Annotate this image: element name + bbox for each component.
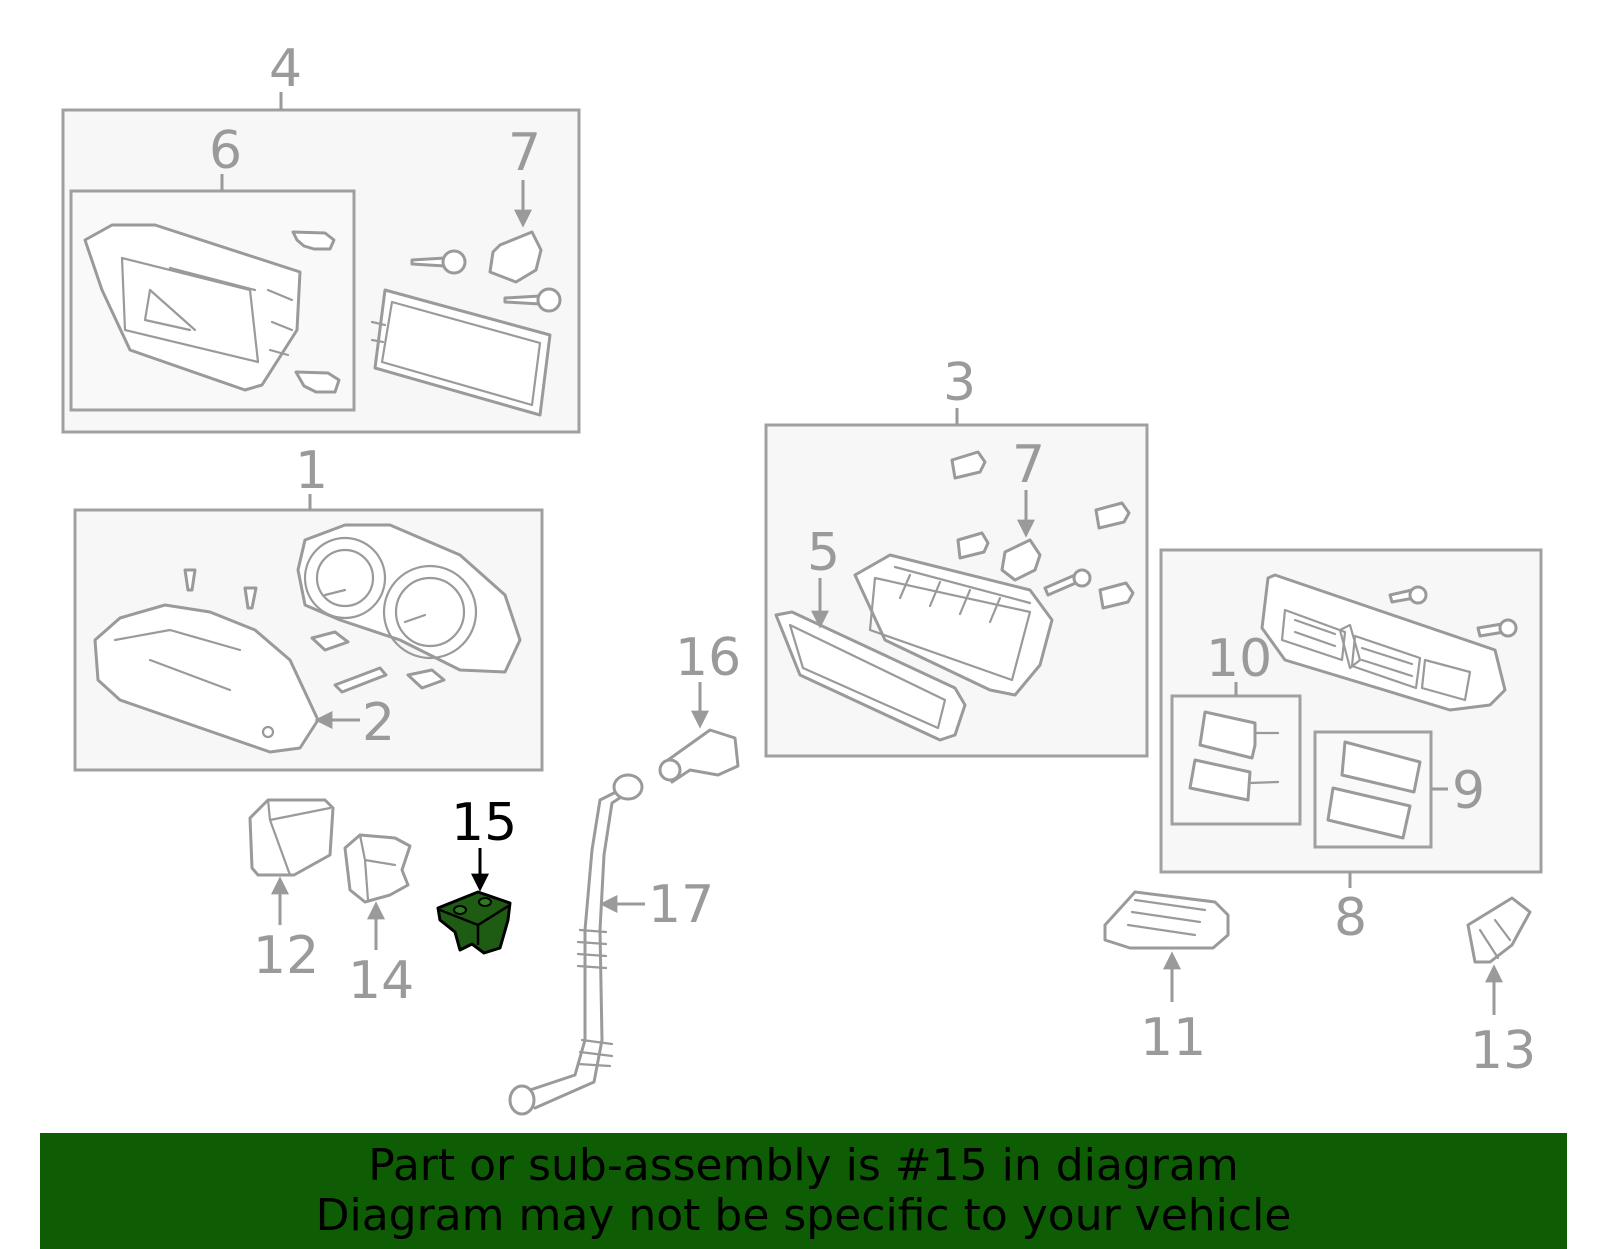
sensor-part-16[interactable] [658, 682, 740, 784]
clip-part-3-left[interactable] [956, 531, 990, 560]
callout-13: 13 [1470, 1021, 1536, 1081]
callout-12: 12 [253, 926, 319, 986]
screw-part-8-a[interactable] [1388, 585, 1428, 605]
aspirator-hose-part-17[interactable] [508, 773, 645, 1116]
meter-visor-part-6[interactable] [83, 223, 302, 392]
screw-top-a[interactable] [410, 249, 467, 275]
switch-part-12[interactable] [248, 798, 335, 925]
screw-part-3[interactable] [1043, 568, 1092, 597]
callout-8: 8 [1334, 888, 1367, 948]
button-part-9-a[interactable] [1340, 740, 1422, 794]
callout-3: 3 [943, 353, 976, 413]
clip-part-3-top[interactable] [950, 450, 987, 480]
callout-7-mid: 7 [1012, 435, 1045, 495]
clips-part-1[interactable] [310, 630, 446, 694]
display-lens-part-5[interactable] [774, 578, 967, 742]
screw-part-8-b[interactable] [1476, 618, 1518, 638]
callout-2: 2 [362, 693, 395, 753]
meter-panel-frame[interactable] [370, 288, 552, 417]
clip-part-6a[interactable] [291, 230, 336, 251]
info-banner: Part or sub-assembly is #15 in diagram D… [40, 1133, 1567, 1249]
banner-line-2: Diagram may not be specific to your vehi… [315, 1190, 1292, 1241]
switch-part-10-b[interactable] [1188, 758, 1280, 802]
callout-14: 14 [348, 951, 414, 1011]
callout-6: 6 [209, 121, 242, 181]
callout-5: 5 [807, 523, 840, 583]
banner-line-1: Part or sub-assembly is #15 in diagram [368, 1140, 1239, 1191]
callout-11: 11 [1140, 1008, 1206, 1068]
callout-10: 10 [1206, 629, 1272, 689]
callout-9: 9 [1452, 761, 1485, 821]
climate-control-panel-part-8[interactable] [1260, 573, 1507, 712]
clip-part-3-right-b[interactable] [1098, 581, 1135, 610]
clip-part-3-right-a[interactable] [1094, 501, 1131, 530]
sensor-part-13[interactable] [1466, 896, 1532, 1015]
bracket-part-7-mid[interactable] [1000, 490, 1042, 582]
screw-top-b[interactable] [503, 287, 562, 313]
parts-diagram: 4 6 7 1 2 3 7 5 16 10 9 8 17 15 12 14 11… [61, 39, 1543, 1116]
switch-part-11[interactable] [1103, 890, 1230, 1002]
highlighted-part-15[interactable] [436, 848, 512, 955]
switch-part-14[interactable] [343, 833, 412, 950]
meter-lens-part-2[interactable] [93, 603, 360, 754]
switch-part-10-a[interactable] [1198, 710, 1280, 760]
bracket-part-7-top[interactable] [488, 180, 543, 284]
callout-16: 16 [675, 628, 741, 688]
gauge-cluster-part-1[interactable] [296, 523, 522, 674]
callout-4: 4 [269, 39, 302, 99]
bezel-part-3[interactable] [853, 553, 1054, 697]
callout-1: 1 [295, 441, 328, 501]
callout-7-top: 7 [508, 123, 541, 183]
callout-17: 17 [648, 875, 714, 935]
clip-part-6b[interactable] [294, 370, 341, 394]
small-screws-part-1[interactable] [183, 568, 258, 610]
callout-15: 15 [451, 793, 517, 853]
button-part-9-b[interactable] [1326, 786, 1412, 840]
